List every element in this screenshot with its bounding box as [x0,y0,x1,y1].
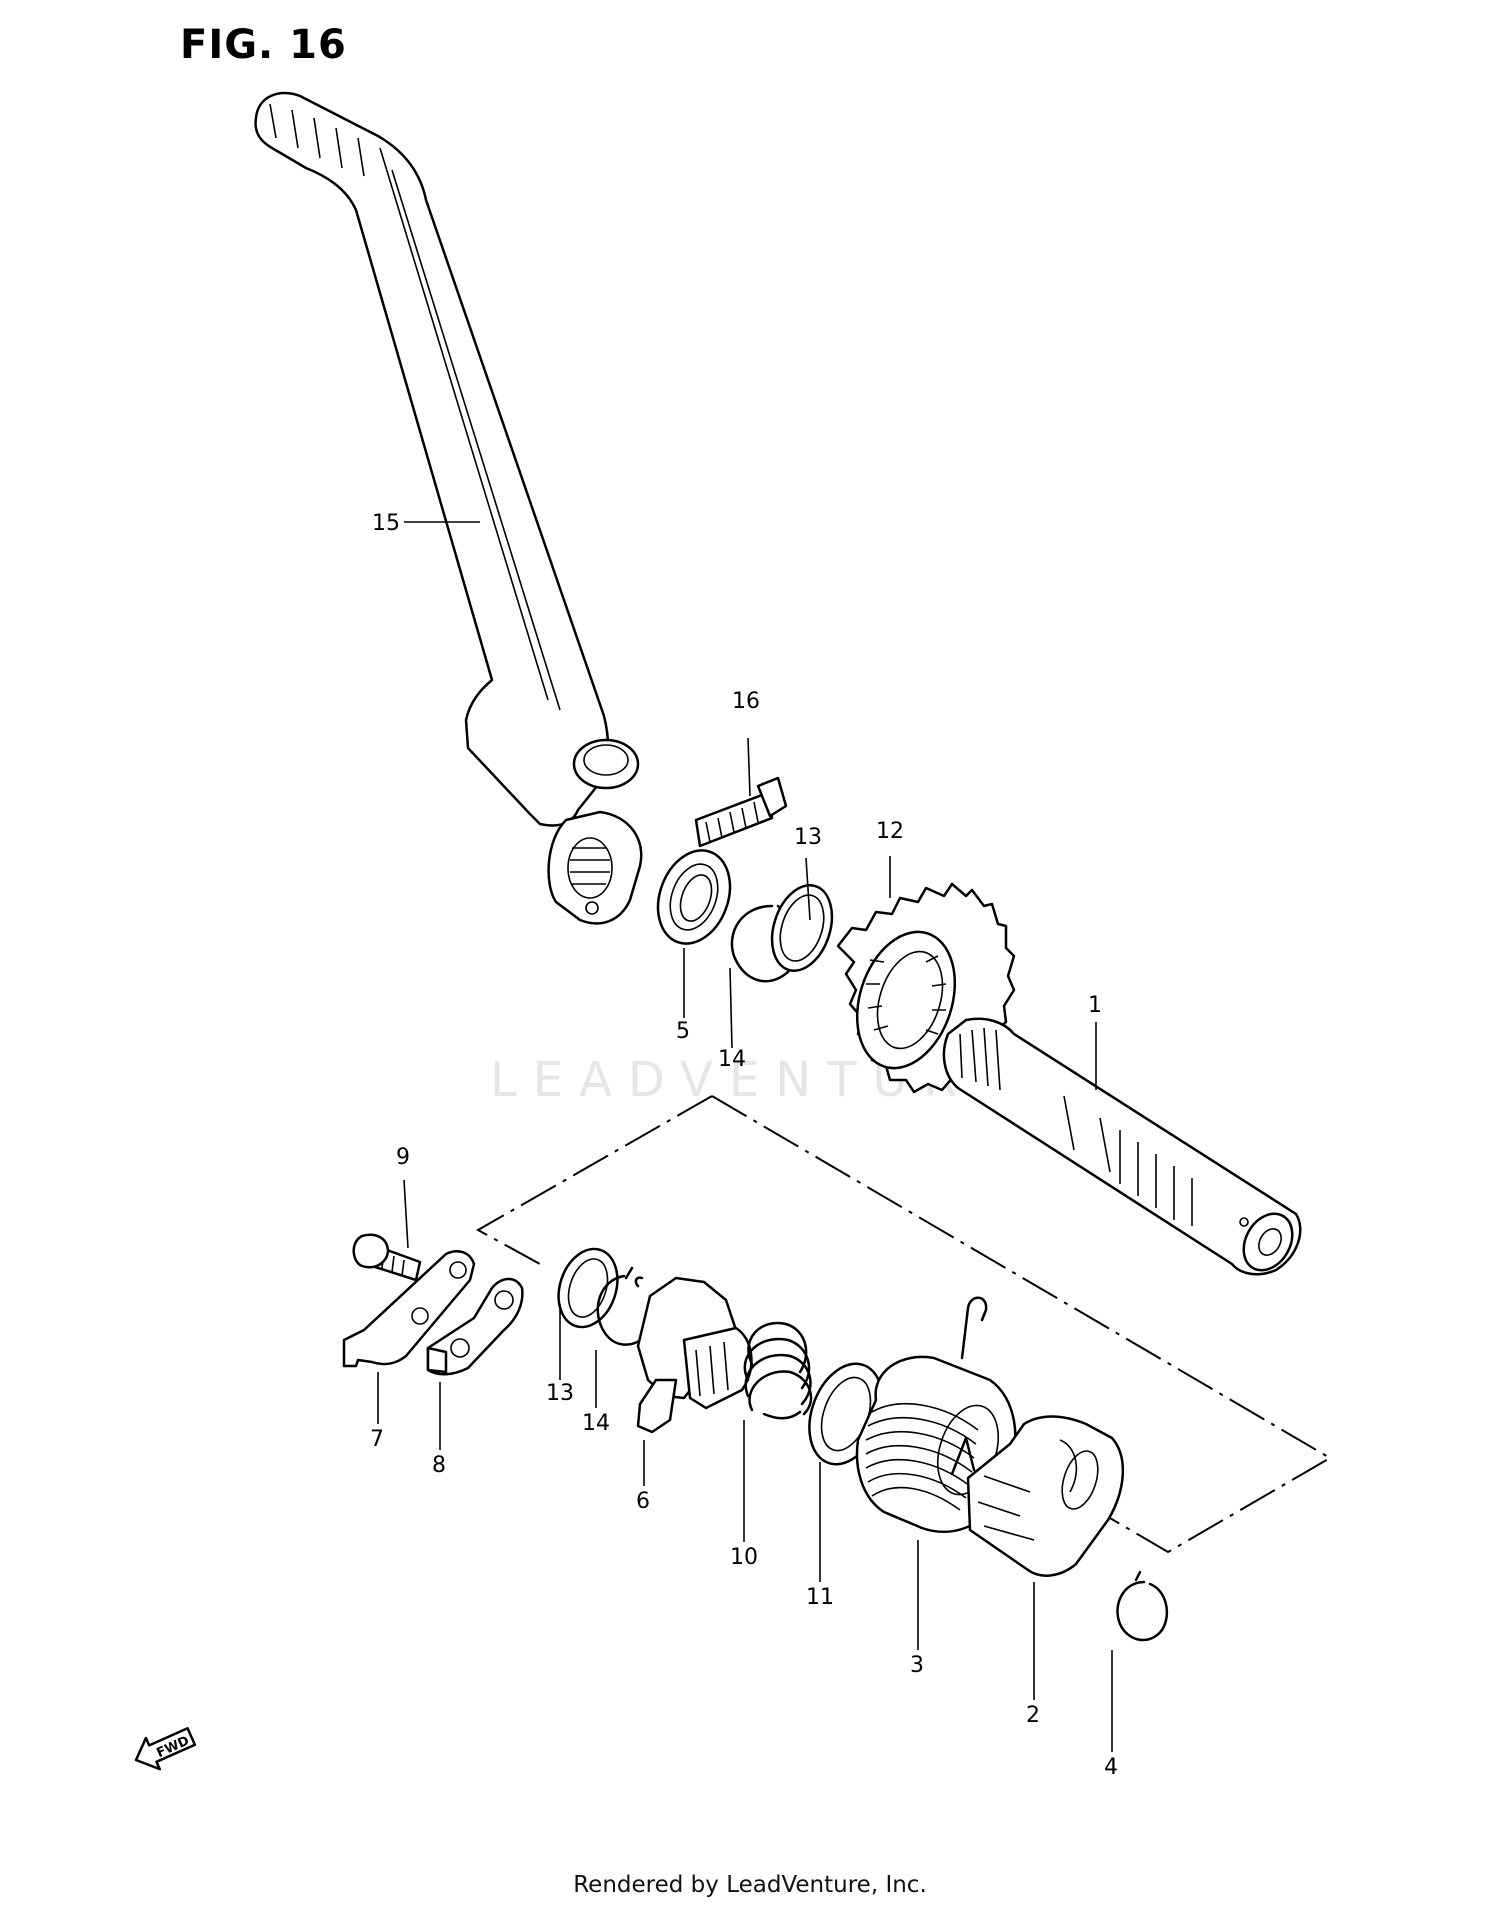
kick-lever-part [254,91,643,925]
callout-label: 6 [636,1489,650,1514]
callout-label: 12 [876,819,904,844]
callout-label: 14 [582,1411,610,1436]
drive-ratchet-part [634,1276,753,1434]
lever-bolt-part [694,776,788,848]
stopper-plate-part [342,1250,476,1368]
guide-bolt-part [352,1233,422,1282]
callout-label: 7 [370,1427,384,1452]
forward-arrow-icon: FWD [134,1727,197,1771]
circlip-lower-part [596,1266,650,1346]
callout-label: 11 [806,1585,834,1610]
oil-seal-part [656,849,732,945]
lock-plate-part [426,1277,524,1376]
kick-shaft-part [942,1017,1302,1276]
callout-label: 13 [794,825,822,850]
leader-lines [377,521,1113,1752]
washer-lower-part [557,1247,619,1329]
callout-label: 3 [910,1653,924,1678]
callout-label: 16 [732,689,760,714]
end-circlip-part [1116,1570,1169,1642]
spring-guide-part [966,1415,1124,1577]
callout-label: 5 [676,1019,690,1044]
callout-label: 13 [546,1381,574,1406]
washer-upper-part [770,884,834,972]
assembly-outline [475,1095,1332,1554]
callout-label: 15 [372,511,400,536]
callout-label: 1 [1088,993,1102,1018]
callout-label: 4 [1104,1755,1118,1780]
callout-label: 9 [396,1145,410,1170]
callout-label: 2 [1026,1703,1040,1728]
footer-credit: Rendered by LeadVenture, Inc. [573,1872,927,1898]
figure-title: FIG. 16 [180,22,347,68]
ratchet-spring-part [743,1321,813,1420]
callout-label: 8 [432,1453,446,1478]
callout-labels: 15 16 13 12 5 14 1 9 7 8 13 14 6 10 11 3… [370,511,1118,1780]
callout-label: 14 [718,1047,746,1072]
callout-label: 10 [730,1545,758,1570]
